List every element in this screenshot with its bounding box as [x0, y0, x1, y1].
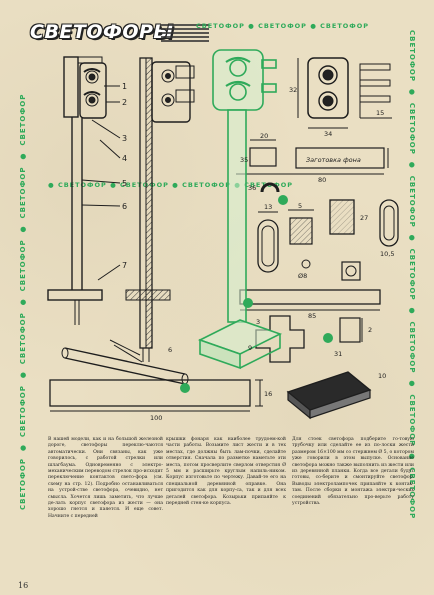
signal-assembly-side — [125, 57, 195, 362]
column-text: Для стоек светофора подберите го-товую т… — [292, 437, 414, 507]
dim-label: 10,5 — [380, 250, 394, 258]
background-plate — [295, 147, 385, 169]
dim-label: 3 — [256, 318, 260, 326]
dim-label: 5 — [298, 202, 302, 210]
dim-label: 80 — [318, 176, 326, 184]
page-title: СВЕТОФОРЫ — [30, 21, 174, 43]
dim-label: 15 — [376, 109, 384, 117]
dim-label: 2 — [368, 326, 372, 334]
dim-label: 9 — [248, 344, 252, 352]
dim-label: 100 — [150, 414, 162, 422]
callout-2: 2 — [122, 98, 127, 107]
side-label: СВЕТОФОР — [258, 22, 307, 30]
signal-assembly-isometric — [197, 49, 283, 370]
column-text: В нашей модели, как и на большой железно… — [48, 437, 163, 519]
dim-label: 31 — [334, 350, 342, 358]
callout-5: 5 — [122, 179, 127, 188]
side-label: СВЕТОФОР — [196, 22, 245, 30]
text-column-1: В нашей модели, как и на большой железно… — [48, 437, 163, 520]
signal-head-front — [297, 57, 392, 129]
page-number: 16 — [18, 581, 29, 590]
hood-piece — [257, 219, 279, 273]
dim-label: 27 — [360, 214, 368, 222]
callout-6: 6 — [122, 202, 127, 211]
dim-label: 85 — [308, 312, 316, 320]
base-strip — [239, 289, 381, 305]
dim-label: 6 — [168, 346, 172, 354]
dim-label: 32 — [289, 86, 297, 94]
text-column-2: крышки фонаря как наиболее трудоем-кой ч… — [166, 437, 286, 507]
column-text: крышки фонаря как наиболее трудоем-кой ч… — [166, 437, 286, 507]
dim-label: 13 — [264, 203, 272, 211]
side-label: СВЕТОФОР — [320, 22, 370, 30]
callout-7: 7 — [122, 261, 127, 270]
dim-label: 16 — [264, 390, 272, 398]
dim-label: 35 — [240, 156, 248, 164]
dim-label: 36 — [248, 184, 256, 192]
step-markers — [180, 195, 333, 393]
dim-label: 20 — [260, 132, 268, 140]
side-label: СВЕТОФОР — [120, 181, 169, 189]
side-label: СВЕТОФОР — [182, 181, 231, 189]
strip-blank — [49, 379, 251, 407]
top-band: СВЕТОФОР ● СВЕТОФОР ● СВЕТОФОР — [196, 22, 370, 30]
callout-1: 1 — [122, 82, 127, 91]
title-decoration — [161, 22, 209, 42]
wooden-mandrel — [286, 371, 372, 420]
callout-4: 4 — [122, 154, 127, 163]
callout-3: 3 — [122, 134, 127, 143]
hole-label: Ø8 — [298, 272, 307, 280]
plate-caption: Заготовка фона — [306, 156, 361, 164]
dim-label: 34 — [324, 130, 332, 138]
dim-label: 10 — [378, 372, 386, 380]
signal-assembly-front — [47, 56, 107, 325]
text-column-3: Для стоек светофора подберите го-товую т… — [292, 437, 414, 507]
